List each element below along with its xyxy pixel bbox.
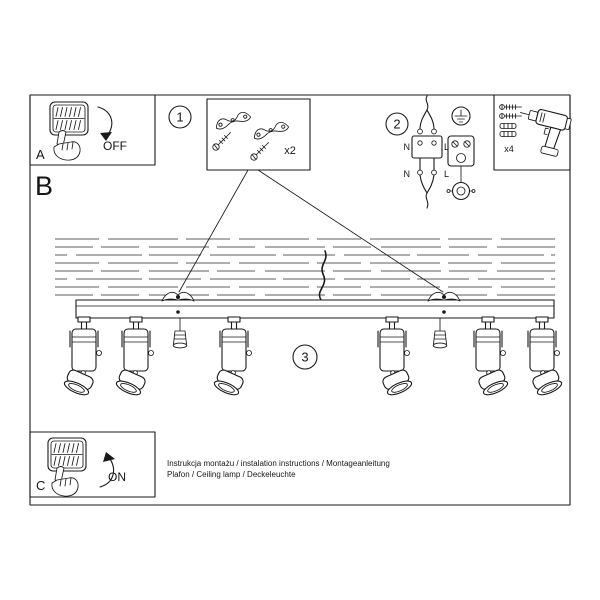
- bar-body: [75, 299, 555, 319]
- bracket-quantity: x2: [284, 145, 296, 157]
- switch-off-panel: OFF A: [29, 94, 156, 166]
- wall-plug-icon-1: [499, 123, 517, 129]
- panel-c-box: [29, 431, 156, 498]
- page-border: [29, 94, 571, 506]
- switch-on-panel: ON C: [29, 431, 156, 498]
- screw-icon-1: [212, 132, 231, 151]
- step-1: 1 x2: [168, 98, 311, 171]
- bulb-pendant-left-icon: [172, 317, 188, 349]
- step-2-number: 2: [393, 117, 400, 132]
- off-label: OFF: [103, 139, 127, 153]
- step-1-number: 1: [176, 110, 183, 125]
- step-2: 2 N L N L: [385, 95, 476, 209]
- panel-a-box: [29, 94, 156, 166]
- wire-label-n-top: N: [404, 142, 411, 152]
- step-3-circle: [292, 344, 318, 370]
- terminal-block-icon: [411, 135, 443, 159]
- screw-icon-row-1: [499, 104, 522, 110]
- light-switch-icon-on: [47, 437, 87, 472]
- panel-a-label: A: [36, 147, 45, 162]
- step-1-circle: [168, 105, 192, 129]
- drill-icon: [520, 108, 572, 157]
- screw-quantity: x4: [504, 144, 514, 154]
- power-cable-icon: [318, 250, 327, 301]
- screw-icon-row-2: [499, 113, 522, 119]
- hardware-box-border: [493, 94, 571, 171]
- cable-clamp-icon: [451, 181, 471, 201]
- mounting-bar: [75, 299, 555, 319]
- wing-bracket-left-icon: [161, 291, 195, 302]
- footer-line-1: Instrukcja montażu / instalation instruc…: [167, 459, 390, 468]
- step-2-circle: [385, 112, 409, 136]
- spotlight-5: [473, 316, 510, 399]
- spotlight-4: [377, 316, 414, 399]
- hardware-box: x4: [493, 94, 572, 171]
- wing-bracket-right-icon: [427, 291, 461, 302]
- footer-line-2: Plafon / Ceiling lamp / Deckeleuchte: [167, 470, 296, 479]
- connector-block-icon: [447, 135, 475, 167]
- bar-bolt-right: [442, 310, 446, 314]
- bulb-pendant-right-icon: [432, 317, 448, 349]
- ceiling-hatch: [55, 238, 555, 296]
- bracket-icon-2: [251, 119, 290, 141]
- wire-label-n-bottom: N: [404, 169, 411, 179]
- wiring-diagram: N L N L: [404, 95, 449, 209]
- arrowhead-icon: [100, 132, 112, 141]
- flick-arrow-icon: [97, 106, 113, 137]
- spotlight-6: [527, 316, 564, 399]
- wire-label-l-bottom: L: [444, 169, 449, 179]
- screw-icon-2: [250, 142, 269, 161]
- section-b-label: B: [35, 171, 53, 201]
- step-3: 3: [292, 344, 318, 370]
- light-switch-icon: [49, 101, 89, 136]
- spotlight-2: [114, 316, 155, 399]
- leader-lines: [178, 169, 444, 293]
- earth-connector-column: [446, 106, 476, 201]
- wire-label-l-top: L: [444, 142, 449, 152]
- wall-plug-icon-2: [499, 131, 517, 137]
- panel-c-label: C: [36, 478, 45, 493]
- on-label: ON: [108, 470, 126, 484]
- bar-bolt-left: [176, 310, 180, 314]
- bracket-icon-1: [213, 109, 252, 131]
- arrowhead-up-icon: [103, 452, 115, 462]
- spotlight-3: [212, 316, 253, 399]
- spotlight-1: [62, 316, 103, 399]
- step-3-number: 3: [301, 350, 308, 365]
